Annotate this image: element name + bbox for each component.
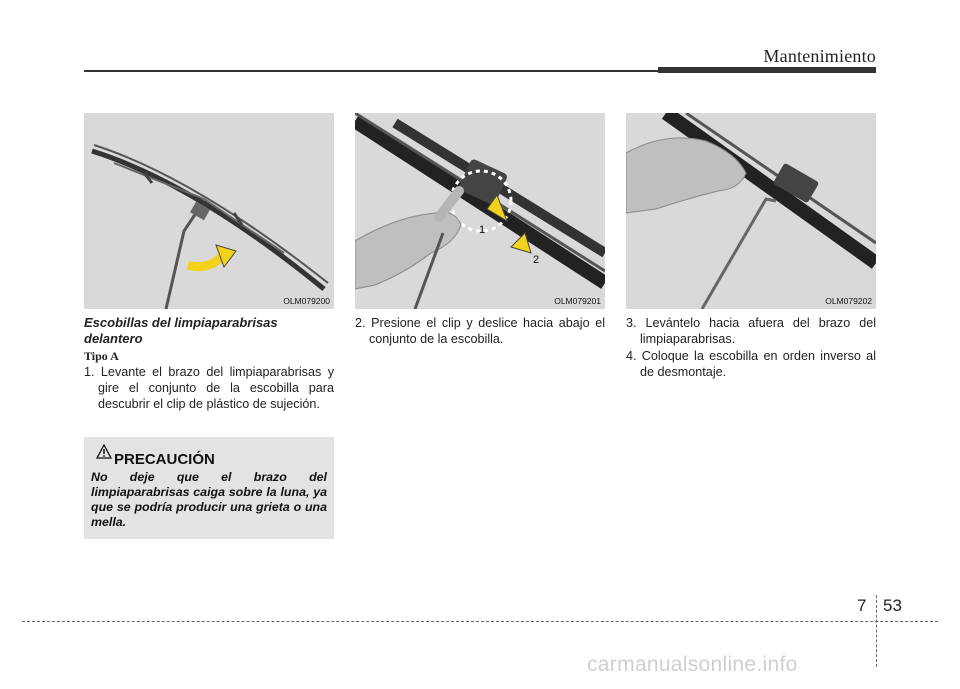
type-label: Tipo A [84,349,119,363]
footer-page-separator [876,595,877,667]
press-clip-illustration: 1 2 [355,113,605,309]
footer-divider [22,621,938,622]
chapter-number: 7 [857,596,867,615]
figure-press-clip: 1 2 OLM079201 [355,113,605,309]
header-rule-accent [658,67,876,73]
lift-blade-illustration [626,113,876,309]
step-4: 4. Coloque la escobilla en orden inverso… [626,349,876,379]
figure-code: OLM079200 [283,296,330,306]
section-subtitle: Escobillas del limpiaparabrisas delanter… [84,315,278,346]
caution-title: PRECAUCIÓN [114,451,215,468]
warning-triangle-icon [96,444,112,460]
header-rule [84,70,658,72]
page-header-title: Mantenimiento [763,46,876,66]
watermark: carmanualsonline.info [587,653,798,676]
step-3: 3. Levántelo hacia afuera del brazo del … [626,316,876,346]
figure-code: OLM079202 [825,296,872,306]
wiper-rotate-illustration [91,144,329,309]
figure-lift-blade: OLM079202 [626,113,876,309]
marker-2-label: 2 [533,254,539,266]
marker-1-label: 1 [479,224,485,236]
page-number: 53 [883,596,902,615]
step-2: 2. Presione el clip y deslice hacia abaj… [355,316,605,346]
step-1: 1. Levante el brazo del limpiaparabrisas… [84,365,334,411]
figure-wiper-rotate: OLM079200 [84,113,334,309]
caution-text: No deje que el brazo del limpiaparabrisa… [91,470,327,529]
figure-code: OLM079201 [554,296,601,306]
caution-box: PRECAUCIÓN No deje que el brazo del limp… [84,437,334,539]
